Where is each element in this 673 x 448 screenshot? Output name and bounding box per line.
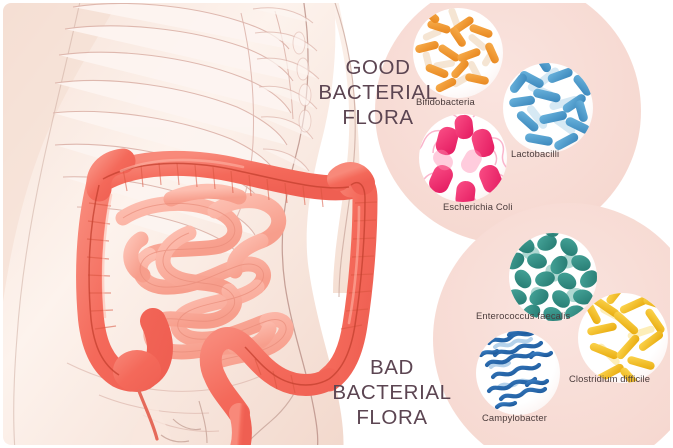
illustration-canvas: GOOD BACTERIAL FLORA BAD BACTERIAL FLORA… [3, 3, 670, 445]
escherichia-coli-dish [419, 114, 507, 202]
label-enterococcus-faecalis: Enterococcus faecalis [476, 310, 571, 321]
label-campylobacter: Campylobacter [482, 412, 547, 423]
colon [76, 148, 378, 445]
good-flora-heading: GOOD BACTERIAL FLORA [318, 56, 438, 129]
label-bifidobacteria: Bifidobacteria [416, 96, 475, 107]
label-clostridium-difficile: Clostridium difficile [569, 373, 651, 384]
label-lactobacilli: Lactobacilli [511, 148, 560, 159]
clostridium-difficile-dish [578, 293, 668, 383]
bifidobacteria-dish [413, 8, 503, 98]
intestine-illustration [76, 148, 378, 445]
label-escherichia-coli: Escherichia Coli [443, 201, 513, 212]
gut-flora-illustration [3, 3, 670, 445]
campylobacter-dish [476, 331, 560, 415]
lactobacilli-dish [503, 63, 593, 153]
bad-flora-heading: BAD BACTERIAL FLORA [332, 356, 452, 429]
